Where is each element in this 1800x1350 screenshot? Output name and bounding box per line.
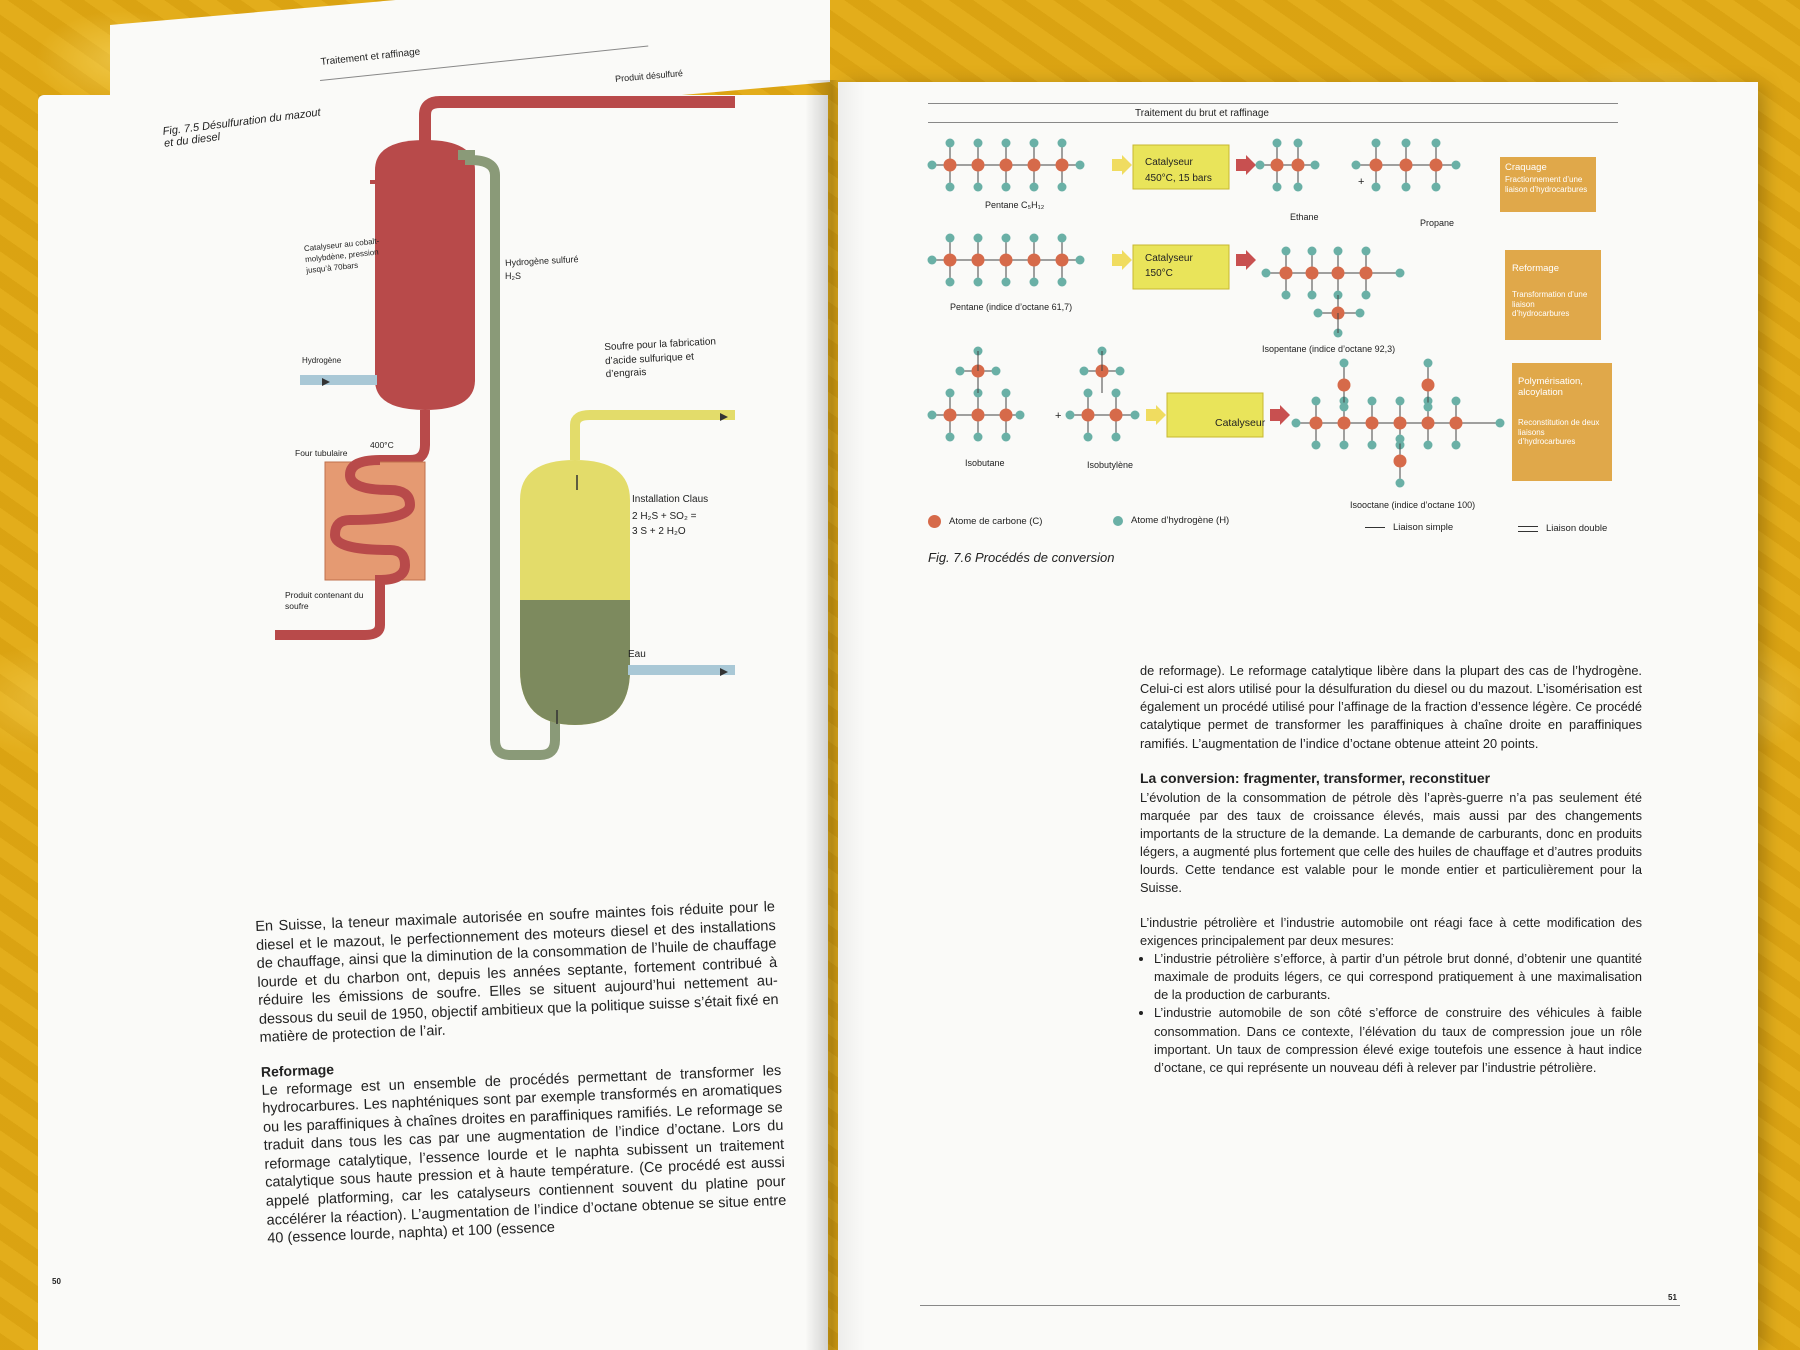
label-produit-contenant: Produit contenant du soufre — [285, 590, 364, 612]
row2-cat-detail: 150°C — [1145, 268, 1173, 279]
legend-carbon: Atome de carbone (C) — [928, 515, 1042, 528]
row1-ethane — [1255, 138, 1320, 192]
right-bullet-list: L’industrie pétrolière s’efforce, à part… — [1140, 950, 1642, 1077]
row3-box-title: Polymérisation, alcoylation — [1518, 376, 1583, 399]
right-footer-rule — [920, 1305, 1680, 1306]
label-four-tubulaire: Four tubulaire — [295, 448, 348, 458]
label-equation-1: 2 H₂S + SO₂ = — [632, 511, 697, 522]
legend-double-label: Liaison double — [1546, 523, 1608, 534]
row3-catalyst-box — [1166, 392, 1264, 438]
row3-mol2-label: Isobutylène — [1087, 460, 1134, 470]
legend-single-label: Liaison simple — [1393, 522, 1454, 533]
left-paragraph-1: En Suisse, la teneur maximale autorisée … — [255, 899, 779, 1047]
right-paragraph-2: L’évolution de la consommation de pétrol… — [1140, 789, 1642, 896]
h2s-pipe — [458, 150, 560, 760]
book-gutter — [805, 80, 865, 1350]
label-temperature: 400°C — [370, 440, 394, 450]
row1-plus: + — [1358, 176, 1365, 188]
row2-mol2-label: Isopentane (indice d’octane 92,3) — [1262, 344, 1396, 354]
right-heading-conversion: La conversion: fragmenter, transformer, … — [1140, 769, 1491, 786]
row1-box-title: Craquage — [1505, 162, 1547, 173]
right-header-rule-top — [928, 103, 1618, 104]
left-page-number: 50 — [52, 1277, 61, 1286]
right-page-number: 51 — [1668, 1293, 1677, 1302]
left-body-text: En Suisse, la teneur maximale autorisée … — [255, 898, 788, 1264]
label-equation-2: 3 S + 2 H₂O — [632, 526, 686, 537]
single-bond-icon — [1365, 527, 1385, 528]
double-bond-icon — [1518, 525, 1538, 532]
bullet-item: L’industrie automobile de son côté s’eff… — [1154, 1004, 1642, 1077]
hydrogen-dot-icon — [1113, 515, 1123, 526]
row2-mol1-label: Pentane (indice d’octane 61,7) — [950, 302, 1073, 312]
legend-single-bond: Liaison simple — [1365, 522, 1453, 533]
conversion-process-diagram — [927, 138, 1612, 488]
row1-mol3-label: Propane — [1420, 218, 1455, 228]
label-installation-claus: Installation Claus — [632, 494, 709, 505]
row1-pentane — [927, 138, 1085, 192]
row1-box-text: Fractionnement d’une liaison d’hydrocarb… — [1505, 175, 1588, 194]
left-paragraph-2: Le reformage est un ensemble de procédés… — [261, 1062, 787, 1247]
row2-box-text: Transformation d’une liaison d’hydrocarb… — [1512, 290, 1588, 319]
row2-catalyst-box — [1132, 244, 1230, 290]
right-page — [838, 82, 1758, 1350]
row1-propane — [1351, 138, 1461, 192]
row3-cat-title: Catalyseur — [1215, 417, 1266, 429]
right-header-rule — [928, 122, 1618, 123]
row3-isobutylene — [1065, 346, 1140, 442]
right-paragraph-1: de reformage). Le reformage catalytique … — [1140, 663, 1642, 751]
row1-cat-title: Catalyseur — [1145, 157, 1193, 168]
row2-pentane — [927, 233, 1085, 287]
right-running-header: Traitement du brut et raffinage — [1135, 108, 1269, 119]
row2-isopentane — [1261, 246, 1405, 338]
desulfurization-diagram — [275, 96, 735, 760]
label-soufre: Soufre pour la fabrication d’acide sulfu… — [604, 336, 717, 381]
row3-plus: + — [1055, 410, 1062, 422]
claus-water-section — [520, 600, 630, 725]
row1-mol2-label: Ethane — [1290, 212, 1319, 222]
product-pipe — [419, 96, 735, 200]
row1-process-box — [1500, 157, 1596, 212]
row3-isobutane — [927, 346, 1025, 442]
legend-carbon-label: Atome de carbone (C) — [949, 516, 1043, 527]
carbon-dot-icon — [928, 515, 941, 528]
label-h2s: H₂S — [505, 271, 521, 281]
row2-box-title: Reformage — [1512, 263, 1559, 274]
legend-hydrogen: Atome d’hydrogène (H) — [1113, 515, 1229, 526]
row1-catalyst-box — [1132, 144, 1230, 190]
right-paragraph-3: L’industrie pétrolière et l’industrie au… — [1140, 914, 1642, 948]
sulfur-pipe — [570, 410, 735, 460]
reactor-vessel — [375, 140, 475, 410]
row3-mol1-label: Isobutane — [965, 458, 1005, 468]
label-eau: Eau — [628, 649, 646, 660]
right-body-text: de reformage). Le reformage catalytique … — [1140, 662, 1642, 1077]
row3-process-box — [1512, 363, 1612, 481]
row3-box-text: Reconstitution de deux liaisons d’hydroc… — [1518, 418, 1600, 447]
label-hydrogene: Hydrogène — [302, 356, 342, 365]
row2-process-box — [1505, 250, 1601, 340]
furnace-coil — [275, 455, 416, 640]
figure-7-6-caption: Fig. 7.6 Procédés de conversion — [928, 550, 1115, 565]
legend-double-bond: Liaison double — [1518, 523, 1607, 534]
row3-mol3-label: Isooctane (indice d’octane 100) — [1350, 500, 1476, 510]
row3-isooctane — [1291, 358, 1505, 488]
row1-cat-detail: 450°C, 15 bars — [1145, 173, 1212, 184]
row1-mol1-label: Pentane C₅H₁₂ — [985, 200, 1045, 210]
row2-cat-title: Catalyseur — [1145, 253, 1193, 264]
legend-hydrogen-label: Atome d’hydrogène (H) — [1131, 515, 1230, 526]
bullet-item: L’industrie pétrolière s’efforce, à part… — [1154, 950, 1642, 1004]
